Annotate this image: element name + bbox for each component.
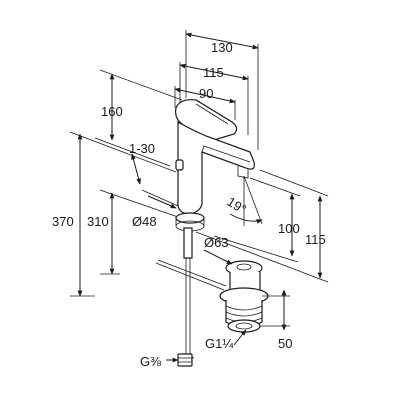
dim-370: 370 [52,214,74,229]
left-dimension-lines [69,69,183,297]
dim-angle-19: 19° [224,194,249,217]
dim-100: 100 [278,221,300,236]
dim-diameter-48: Ø48 [132,214,157,229]
dim-thread-g1-quarter: G1¼ [205,336,233,351]
dim-diameter-63: Ø63 [204,235,229,250]
dim-310: 310 [87,214,109,229]
spray-angle [229,175,263,226]
drain-fitting [219,260,290,333]
dim-1-30: 1-30 [129,141,155,156]
faucet-body [155,99,255,367]
right-dimension-lines [195,169,329,283]
dim-90: 90 [199,86,213,101]
dim-50: 50 [278,336,292,351]
top-dimension-lines [174,30,259,150]
dim-thread-g3-8: G⅜ [140,354,161,369]
dim-115: 115 [203,65,224,80]
dim-160: 160 [101,104,123,119]
diameter-63-leader [203,249,233,265]
dim-130: 130 [211,40,233,55]
dim-115-right: 115 [305,232,326,247]
thread-g1-quarter-leader [233,329,247,346]
